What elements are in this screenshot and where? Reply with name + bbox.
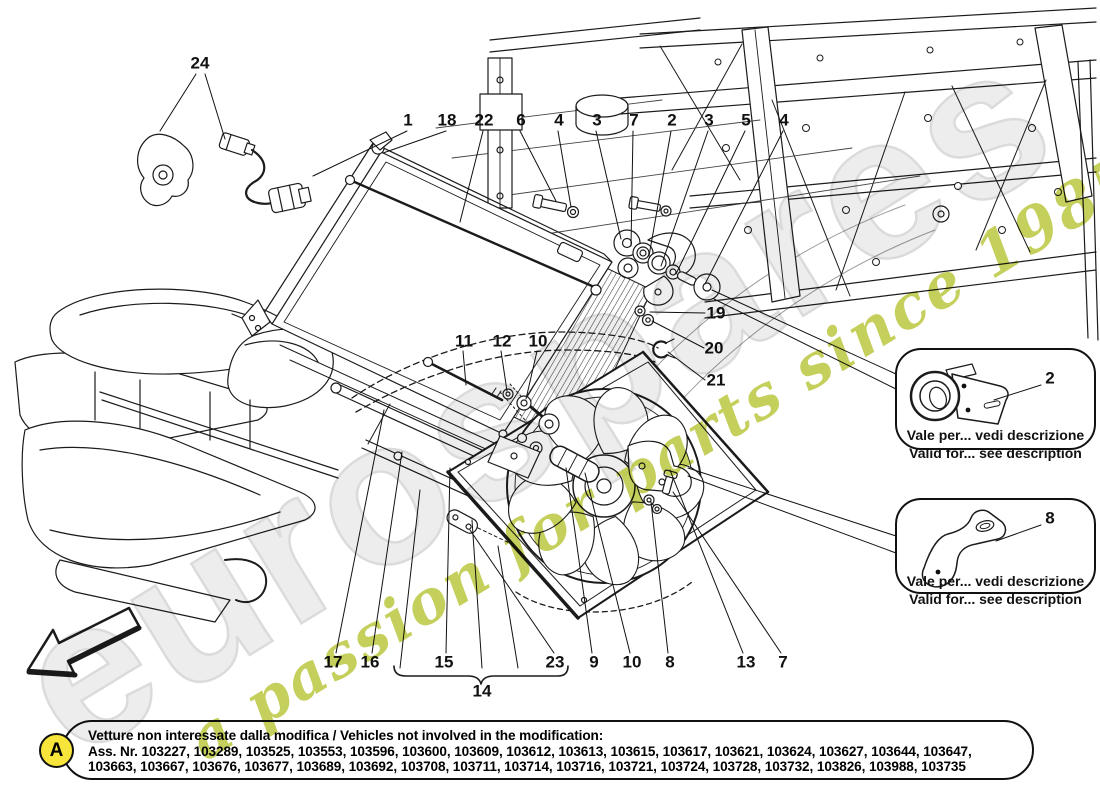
callout-11: 11 bbox=[455, 331, 473, 351]
callout-inset-2: 2 bbox=[1045, 368, 1055, 388]
callout-2a: 2 bbox=[667, 110, 677, 130]
callout-14: 14 bbox=[472, 681, 492, 701]
direction-arrow bbox=[26, 606, 142, 678]
callout-4b: 4 bbox=[779, 110, 789, 130]
callout-17: 17 bbox=[323, 652, 343, 672]
sensor-and-cable bbox=[137, 132, 312, 214]
callout-6: 6 bbox=[516, 110, 526, 130]
callout-5: 5 bbox=[741, 110, 751, 130]
inset-bracket-2-art bbox=[909, 363, 1009, 425]
note-assembly-numbers-1: Ass. Nr. 103227, 103289, 103525, 103553,… bbox=[88, 743, 972, 759]
callout-22: 22 bbox=[474, 110, 494, 130]
callout-7b: 7 bbox=[778, 652, 788, 672]
inset-8-caption-it: Vale per... vedi descrizione bbox=[906, 573, 1085, 589]
callout-8b: 8 bbox=[665, 652, 675, 672]
leader-lines bbox=[159, 73, 1042, 669]
inset-box-valid-for-2: Vale per... vedi descrizione Valid for..… bbox=[895, 348, 1096, 461]
chassis-frame bbox=[435, 7, 1099, 341]
callout-15: 15 bbox=[434, 652, 454, 672]
radiator bbox=[231, 131, 613, 461]
callout-19: 19 bbox=[706, 303, 726, 323]
group-brace bbox=[393, 665, 569, 685]
callout-3b: 3 bbox=[704, 110, 714, 130]
callout-1: 1 bbox=[403, 110, 413, 130]
coolant-hoses-dashed bbox=[351, 331, 693, 613]
callout-24: 24 bbox=[190, 53, 210, 73]
callout-18: 18 bbox=[437, 110, 457, 130]
callout-4a: 4 bbox=[554, 110, 564, 130]
callout-3a: 3 bbox=[592, 110, 602, 130]
callout-20: 20 bbox=[704, 338, 724, 358]
callout-12: 12 bbox=[492, 331, 512, 351]
callout-16: 16 bbox=[360, 652, 380, 672]
inset-8-caption-en: Valid for... see description bbox=[909, 591, 1082, 607]
callout-9: 9 bbox=[589, 652, 599, 672]
callout-10a: 10 bbox=[528, 331, 548, 351]
inset-2-caption-en: Valid for... see description bbox=[909, 445, 1082, 461]
inset-box-valid-for-8: Vale per... vedi descrizione Valid for..… bbox=[895, 498, 1096, 607]
callout-7a: 7 bbox=[629, 110, 639, 130]
air-duct-assembly bbox=[14, 288, 339, 623]
note-title: Vetture non interessate dalla modifica /… bbox=[88, 728, 604, 743]
callout-13: 13 bbox=[736, 652, 756, 672]
callout-21: 21 bbox=[706, 370, 726, 390]
note-assembly-numbers-2: 103663, 103667, 103676, 103677, 103689, … bbox=[88, 759, 966, 775]
inset-2-caption-it: Vale per... vedi descrizione bbox=[906, 427, 1085, 443]
modification-note-box: Vetture non interessate dalla modifica /… bbox=[62, 720, 1034, 780]
note-badge-a: A bbox=[39, 733, 74, 768]
callout-inset-8: 8 bbox=[1045, 508, 1055, 528]
callout-10b: 10 bbox=[622, 652, 642, 672]
callout-23: 23 bbox=[545, 652, 565, 672]
inset-bracket-8-art bbox=[921, 509, 1007, 588]
